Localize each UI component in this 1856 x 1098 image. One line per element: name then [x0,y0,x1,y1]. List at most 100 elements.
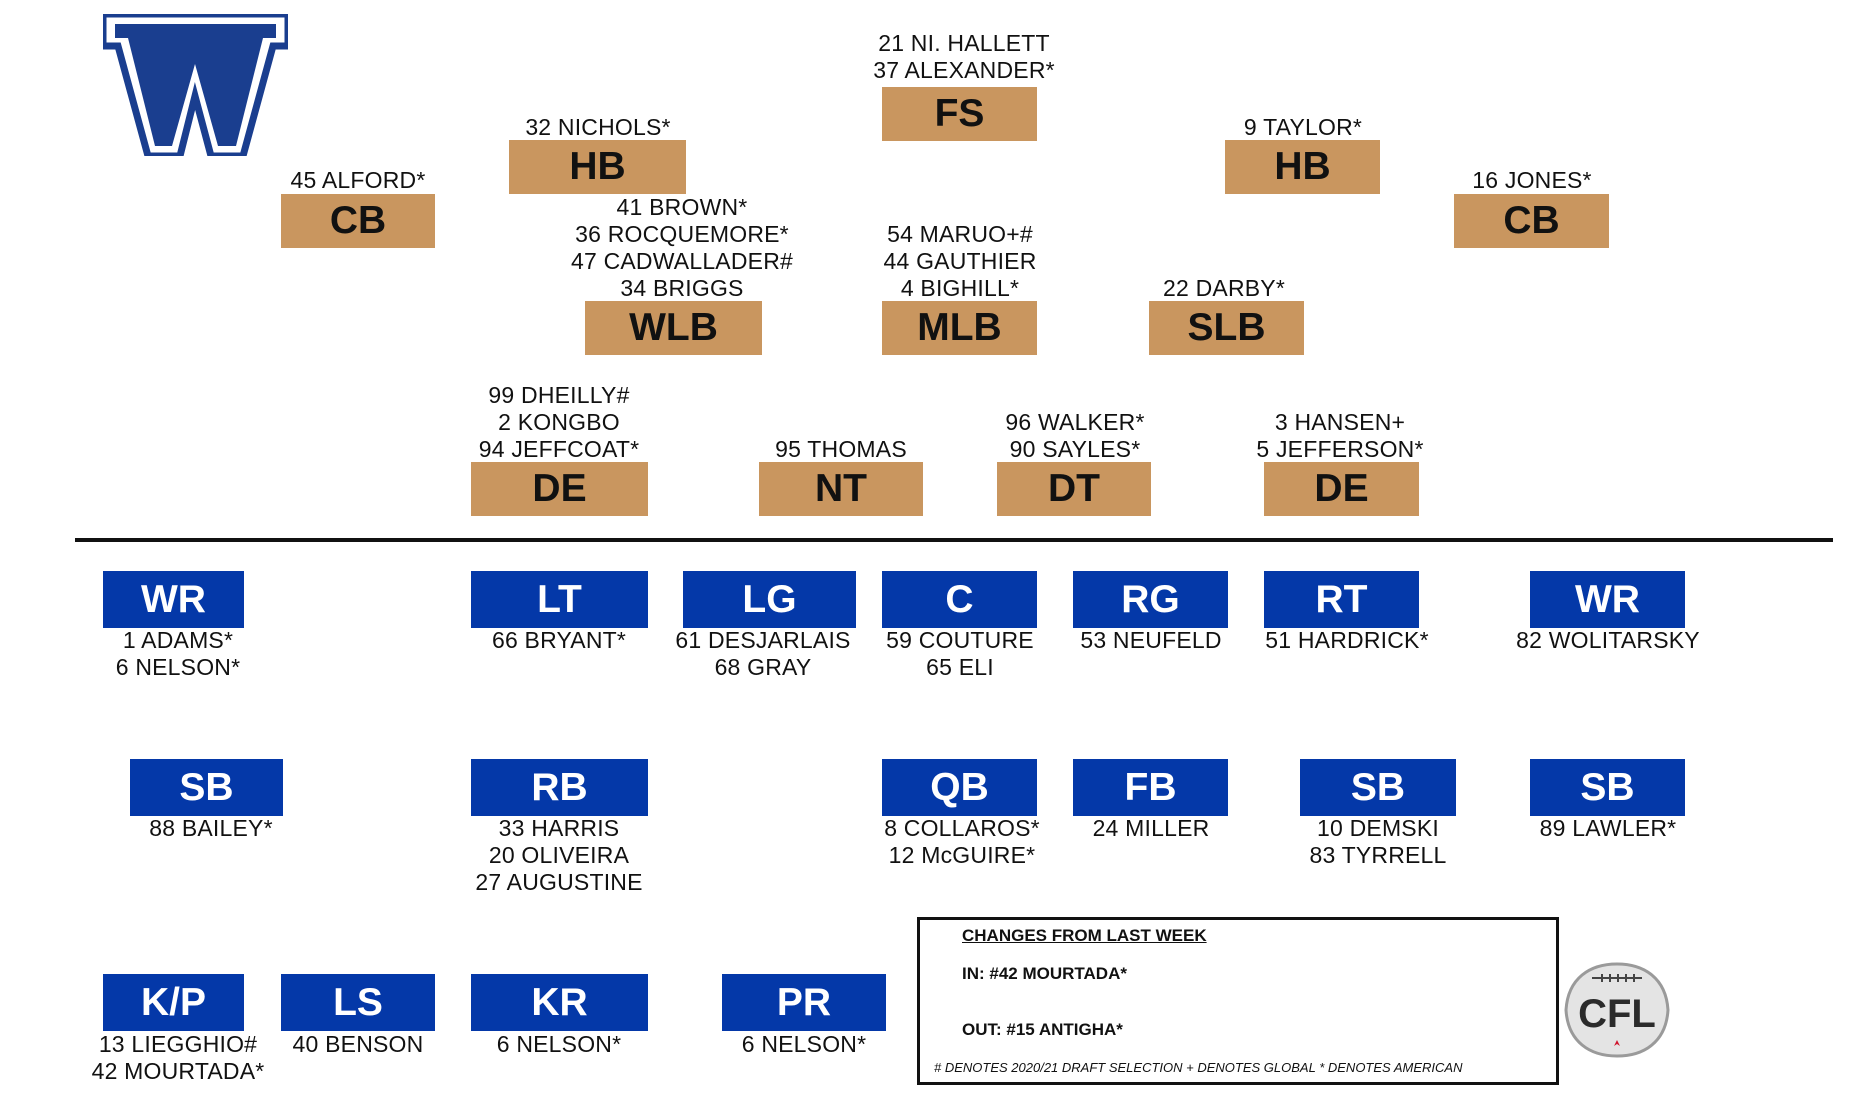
sb-mid-position: SB [1300,759,1456,816]
player-name: 1 ADAMS* [122,627,234,653]
svg-text:CFL: CFL [1578,992,1656,1036]
lt-players: 66 BRYANT* [492,627,626,654]
sb-mid-players: 10 DEMSKI 83 TYRRELL [1309,815,1446,869]
fs-players: 21 NI. HALLETT 37 ALEXANDER* [873,30,1055,84]
player-name: 16 JONES* [1472,167,1592,193]
player-name: 5 JEFFERSON* [1256,436,1424,462]
player-name: 59 COUTURE [886,627,1034,653]
player-name: 82 WOLITARSKY [1516,627,1700,653]
player-name: 88 BAILEY* [149,815,273,841]
player-name: 68 GRAY [714,654,812,680]
kp-position: K/P [103,974,244,1031]
rg-position: RG [1073,571,1228,628]
cb-left-position: CB [281,194,435,248]
pr-players: 6 NELSON* [742,1031,867,1058]
sb-left-position: SB [130,759,283,816]
fb-position: FB [1073,759,1228,816]
player-name: 42 MOURTADA* [91,1058,265,1084]
player-name: 90 SAYLES* [1009,436,1141,462]
player-name: 24 MILLER [1092,815,1210,841]
player-name: 20 OLIVEIRA [488,842,630,868]
player-name: 10 DEMSKI [1317,815,1439,841]
hb-right-players: 9 TAYLOR* [1244,114,1362,141]
changes-title: CHANGES FROM LAST WEEK [962,926,1207,945]
kr-position: KR [471,974,648,1031]
player-name: 99 DHEILLY# [488,382,630,408]
kp-players: 13 LIEGGHIO# 42 MOURTADA* [92,1031,265,1085]
rg-players: 53 NEUFELD [1080,627,1221,654]
fs-position: FS [882,87,1037,141]
wlb-position: WLB [585,301,762,355]
de-left-position: DE [471,462,648,516]
nt-players: 95 THOMAS [775,436,907,463]
cfl-logo-icon: CFL [1564,962,1670,1058]
legend-text: # DENOTES 2020/21 DRAFT SELECTION + DENO… [934,1060,1463,1075]
rb-position: RB [471,759,648,816]
player-name: 66 BRYANT* [491,627,627,653]
dt-position: DT [997,462,1151,516]
player-name: 41 BROWN* [616,194,748,220]
wr-right-players: 82 WOLITARSKY [1516,627,1700,654]
qb-position: QB [882,759,1037,816]
cb-right-players: 16 JONES* [1472,167,1591,194]
wr-right-position: WR [1530,571,1685,628]
hb-left-position: HB [509,140,686,194]
player-name: 47 CADWALLADER# [570,248,794,274]
player-name: 12 McGUIRE* [888,842,1036,868]
wr-left-players: 1 ADAMS* 6 NELSON* [116,627,241,681]
player-name: 22 DARBY* [1163,275,1285,301]
player-name: 89 LAWLER* [1539,815,1677,841]
team-logo-icon [103,14,288,156]
mlb-position: MLB [882,301,1037,355]
player-name: 8 COLLAROS* [884,815,1040,841]
lt-position: LT [471,571,648,628]
sb-right-players: 89 LAWLER* [1540,815,1677,842]
lg-players: 61 DESJARLAIS 68 GRAY [675,627,850,681]
line-of-scrimmage [75,538,1833,542]
ls-position: LS [281,974,435,1031]
player-name: 45 ALFORD* [290,167,426,193]
mlb-players: 54 MARUO+# 44 GAUTHIER 4 BIGHILL* [883,221,1036,302]
player-name: 96 WALKER* [1005,409,1145,435]
player-name: 6 NELSON* [741,1031,867,1057]
de-left-players: 99 DHEILLY# 2 KONGBO 94 JEFFCOAT* [479,382,639,463]
player-name: 9 TAYLOR* [1243,114,1363,140]
player-name: 2 KONGBO [498,409,620,435]
player-name: 44 GAUTHIER [883,248,1037,274]
changes-in: IN: #42 MOURTADA* [962,964,1127,983]
player-name: 95 THOMAS [775,436,907,462]
rt-position: RT [1264,571,1419,628]
player-name: 34 BRIGGS [620,275,744,301]
de-right-position: DE [1264,462,1419,516]
lg-position: LG [683,571,856,628]
rt-players: 51 HARDRICK* [1265,627,1428,654]
player-name: 4 BIGHILL* [900,275,1020,301]
sb-left-players: 88 BAILEY* [149,815,272,842]
player-name: 65 ELI [926,654,994,680]
rb-players: 33 HARRIS 20 OLIVEIRA 27 AUGUSTINE [475,815,642,896]
player-name: 37 ALEXANDER* [873,57,1055,83]
player-name: 6 NELSON* [115,654,241,680]
slb-players: 22 DARBY* [1163,275,1285,302]
player-name: 51 HARDRICK* [1265,627,1429,653]
de-right-players: 3 HANSEN+ 5 JEFFERSON* [1256,409,1423,463]
slb-position: SLB [1149,301,1304,355]
player-name: 33 HARRIS [498,815,620,841]
fb-players: 24 MILLER [1093,815,1210,842]
c-players: 59 COUTURE 65 ELI [886,627,1034,681]
wr-left-position: WR [103,571,244,628]
player-name: 3 HANSEN+ [1274,409,1406,435]
player-name: 40 BENSON [292,1031,424,1057]
c-position: C [882,571,1037,628]
player-name: 21 NI. HALLETT [878,30,1050,56]
player-name: 61 DESJARLAIS [675,627,851,653]
cb-left-players: 45 ALFORD* [291,167,426,194]
ls-players: 40 BENSON [293,1031,424,1058]
player-name: 94 JEFFCOAT* [478,436,640,462]
dt-players: 96 WALKER* 90 SAYLES* [1005,409,1144,463]
hb-left-players: 32 NICHOLS* [525,114,670,141]
cb-right-position: CB [1454,194,1609,248]
changes-box: CHANGES FROM LAST WEEK IN: #42 MOURTADA*… [917,917,1559,1085]
pr-position: PR [722,974,886,1031]
sb-right-position: SB [1530,759,1685,816]
